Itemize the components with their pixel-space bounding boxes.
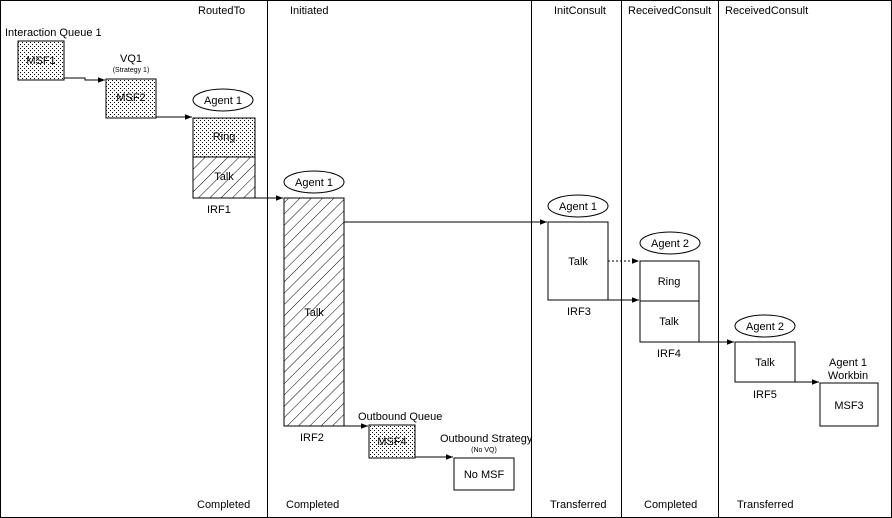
no-msf-label: No MSF bbox=[464, 469, 505, 481]
talk-box bbox=[547, 221, 609, 301]
vq1-strategy-label: (Strategy 1) bbox=[113, 67, 150, 74]
vq1-label: VQ1 bbox=[120, 53, 142, 65]
talk-label: Talk bbox=[214, 171, 234, 183]
agent-label: Agent 2 bbox=[746, 321, 784, 333]
column-footer: Completed bbox=[197, 499, 250, 511]
talk-box bbox=[283, 197, 345, 427]
column-footer: Transferred bbox=[550, 499, 606, 511]
ring-label: Ring bbox=[213, 131, 236, 143]
agent-ellipse bbox=[547, 194, 609, 218]
column-footer: Completed bbox=[644, 499, 697, 511]
agent-label: Agent 1 bbox=[559, 201, 597, 213]
column-header: ReceivedConsult bbox=[725, 5, 808, 17]
irf-label: IRF2 bbox=[300, 432, 324, 444]
workbin-label: Agent 1 bbox=[829, 357, 867, 369]
outbound-strategy-sub-label: (No VQ) bbox=[471, 447, 497, 454]
agent-label: Agent 1 bbox=[295, 177, 333, 189]
column-header: Initiated bbox=[290, 5, 329, 17]
outbound-queue-label: Outbound Queue bbox=[358, 411, 442, 423]
column-header: RoutedTo bbox=[198, 5, 245, 17]
irf-label: IRF5 bbox=[753, 389, 777, 401]
agent-ellipse bbox=[734, 314, 796, 338]
irf-label: IRF1 bbox=[207, 204, 231, 216]
talk-box bbox=[734, 341, 796, 383]
ring-label: Ring bbox=[658, 276, 681, 288]
msf2-box bbox=[105, 78, 157, 119]
irf-label: IRF3 bbox=[567, 306, 591, 318]
workbin-label: Workbin bbox=[828, 370, 868, 382]
talk-label: Talk bbox=[304, 307, 324, 319]
msf2-label: MSF2 bbox=[116, 92, 145, 104]
column-footer: Transferred bbox=[737, 499, 793, 511]
msf1-label: MSF1 bbox=[26, 55, 55, 67]
msf3-box bbox=[819, 382, 879, 427]
talk-box bbox=[192, 156, 256, 199]
agent-ellipse bbox=[283, 170, 345, 194]
outbound-strategy-label: Outbound Strategy bbox=[440, 433, 533, 445]
connector-arrow bbox=[64, 77, 105, 83]
irf-label: IRF4 bbox=[657, 348, 681, 360]
talk-label: Talk bbox=[659, 316, 679, 328]
column-header: InitConsult bbox=[554, 5, 606, 17]
msf3-label: MSF3 bbox=[834, 400, 863, 412]
agent-label: Agent 2 bbox=[651, 238, 689, 250]
agent-ellipse bbox=[639, 231, 701, 255]
msf1-box bbox=[17, 40, 65, 81]
talk-box bbox=[639, 300, 700, 343]
agent-ellipse bbox=[192, 88, 254, 112]
column-header: ReceivedConsult bbox=[628, 5, 711, 17]
ring-box bbox=[192, 117, 256, 158]
no-msf-box bbox=[453, 457, 515, 491]
interaction-queue-label: Interaction Queue 1 bbox=[5, 27, 102, 39]
agent-label: Agent 1 bbox=[204, 95, 242, 107]
talk-label: Talk bbox=[568, 256, 588, 268]
column-footer: Completed bbox=[286, 499, 339, 511]
talk-label: Talk bbox=[755, 357, 775, 369]
msf4-box bbox=[368, 424, 416, 459]
msf4-label: MSF4 bbox=[377, 436, 406, 448]
